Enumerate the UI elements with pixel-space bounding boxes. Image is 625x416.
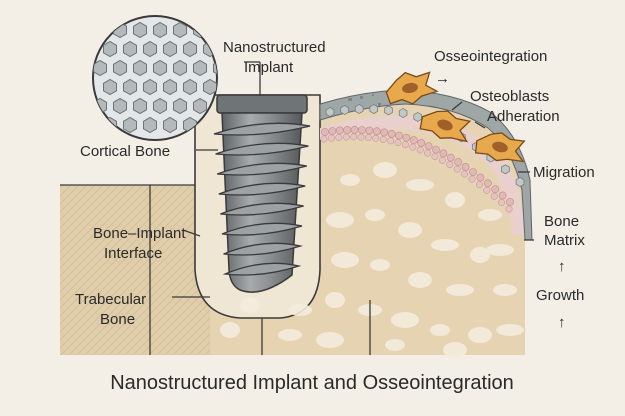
label-implant: Implant <box>244 59 294 76</box>
label-adheration: Adheration <box>487 108 560 125</box>
diagram-title: Nanostructured Implant and Osseointegrat… <box>110 372 514 394</box>
arrow-right-icon: → <box>435 70 450 87</box>
label-trabecular: Trabecular <box>75 291 146 308</box>
label-osseointegration: Osseointegration <box>434 48 547 65</box>
label-cortical-bone: Cortical Bone <box>80 143 170 160</box>
label-osteoblasts: Osteoblasts <box>470 88 549 105</box>
arrow-up-icon: ↑ <box>558 314 566 331</box>
label-migration: Migration <box>533 164 595 181</box>
arrow-up-icon: ↑ <box>558 258 566 275</box>
label-bone-matrix-line1: Bone <box>544 213 579 230</box>
label-bone-implant: Bone–Implant <box>93 225 186 242</box>
label-nanostructured: Nanostructured <box>223 39 326 56</box>
label-bone-matrix-line2: Matrix <box>544 232 585 249</box>
label-interface: Interface <box>104 245 162 262</box>
trabecular-bone-region <box>60 185 210 355</box>
label-growth: Growth <box>536 287 584 304</box>
label-bone: Bone <box>100 311 135 328</box>
